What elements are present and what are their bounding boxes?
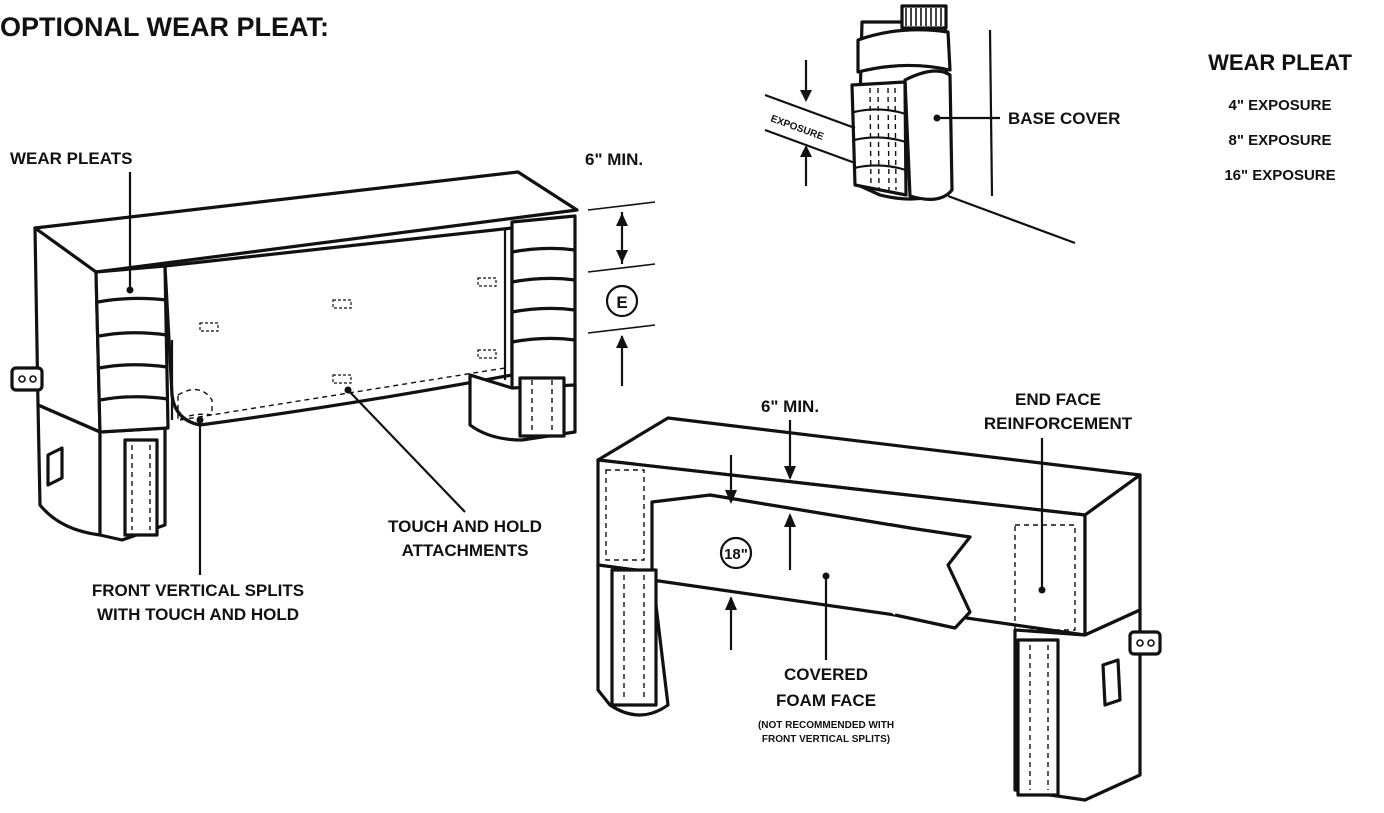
end-face-label-line1: END FACE bbox=[1015, 390, 1101, 409]
left-assembly: WEAR PLEATS TOUCH AND HOLD ATTACHMENTS F… bbox=[10, 149, 656, 624]
right-handle-icon bbox=[1101, 658, 1122, 707]
legend-item-4-exposure: 4" EXPOSURE bbox=[1229, 97, 1332, 114]
left-six-min-label: 6" MIN. bbox=[585, 150, 643, 169]
left-end-reinforcement bbox=[605, 469, 645, 561]
inset-brush-bristles bbox=[905, 8, 942, 26]
exposure-arrow-up bbox=[800, 145, 812, 157]
foam-face-breakaway bbox=[709, 493, 972, 630]
right-assembly: 18" 6" MIN. END FACE REINFORCEMENT COVE bbox=[596, 390, 1162, 802]
legend-heading: WEAR PLEAT bbox=[1208, 50, 1352, 75]
exposure-label: EXPOSURE bbox=[769, 113, 825, 142]
left-handle-icon bbox=[46, 446, 64, 487]
right-six-min-label: 6" MIN. bbox=[761, 397, 819, 416]
inset-brush bbox=[900, 4, 948, 30]
exposure-arrow-down bbox=[800, 90, 812, 102]
legend-item-16-exposure: 16" EXPOSURE bbox=[1224, 167, 1335, 184]
legend-item-8-exposure: 8" EXPOSURE bbox=[1229, 132, 1332, 149]
right-bracket-icon bbox=[1128, 630, 1162, 656]
splits-label-line1: FRONT VERTICAL SPLITS bbox=[92, 581, 304, 600]
covered-label-line2: FOAM FACE bbox=[776, 691, 876, 710]
right-pleat-column bbox=[510, 214, 577, 392]
note-line2: FRONT VERTICAL SPLITS) bbox=[762, 734, 890, 745]
e-marker-circle bbox=[605, 284, 639, 318]
left-front-panel bbox=[163, 226, 514, 427]
legend: WEAR PLEAT 4" EXPOSURE 8" EXPOSURE 16" E… bbox=[1208, 50, 1352, 184]
touch-hold-label-line1: TOUCH AND HOLD bbox=[388, 517, 542, 536]
inset-base-cover-panel bbox=[903, 69, 954, 201]
left-pleat-column bbox=[94, 264, 170, 434]
touch-hold-leader bbox=[347, 389, 466, 513]
base-cover-label: BASE COVER bbox=[1008, 109, 1120, 128]
end-face-reinforcement-box bbox=[1014, 524, 1076, 631]
wear-pleats-label: WEAR PLEATS bbox=[10, 149, 132, 168]
end-face-label-line2: REINFORCEMENT bbox=[984, 414, 1133, 433]
inset-top-layer bbox=[856, 28, 952, 74]
inset-floor-line bbox=[947, 194, 1076, 245]
splits-label-line2: WITH TOUCH AND HOLD bbox=[97, 605, 299, 624]
note-line1: (NOT RECOMMENDED WITH bbox=[758, 720, 894, 731]
inset-wall-line bbox=[988, 29, 994, 197]
touch-hold-label-line2: ATTACHMENTS bbox=[402, 541, 529, 560]
left-bracket-icon bbox=[10, 366, 44, 392]
covered-label-line1: COVERED bbox=[784, 665, 868, 684]
inset-base-cover-detail: BASE COVER EXPOSURE bbox=[764, 4, 1120, 245]
page-title: OPTIONAL WEAR PLEAT: bbox=[0, 12, 329, 42]
eighteen-label: 18" bbox=[724, 546, 748, 563]
e-marker-label: E bbox=[616, 293, 627, 312]
eighteen-marker-circle bbox=[719, 536, 753, 570]
